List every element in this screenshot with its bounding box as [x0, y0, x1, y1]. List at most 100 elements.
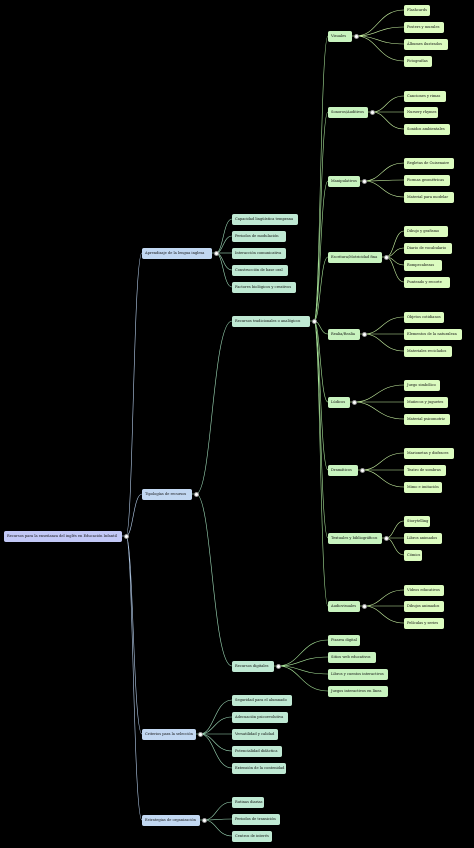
- node-fotografias[interactable]: Fotografías: [404, 55, 432, 67]
- node-formas-geometricas[interactable]: Formas geométricas: [404, 174, 450, 186]
- node-criterios-para-la-seleccion[interactable]: Criterios para la selección: [142, 728, 196, 740]
- connector-estrategias-de-organizacion: [125, 535, 143, 821]
- node-textuales-y-bibliograficos[interactable]: Textuales y bibliográficos: [328, 532, 382, 544]
- node-seguridad-para-el-alumnado[interactable]: Seguridad para el alumnado: [232, 694, 292, 706]
- connector-formas-geometricas: [363, 179, 405, 182]
- connector-tipologias-de-recursos: [125, 493, 143, 537]
- node-escritura-motricidad-fina[interactable]: Escritura/Motricidad fina: [328, 251, 382, 263]
- node-manipulativos[interactable]: Manipulativos: [328, 175, 360, 187]
- node-aprendizaje-de-la-lengua-inglesa[interactable]: Aprendizaje de la lengua inglesa: [142, 247, 212, 259]
- node-sonoros-auditivos[interactable]: Sonoros/Auditivos: [328, 106, 368, 118]
- collapse-toggle-icon[interactable]: [361, 331, 367, 337]
- node-material-psicomotriz[interactable]: Material psicomotriz: [404, 413, 450, 425]
- connector-dramaticos: [313, 320, 329, 471]
- connector-marionetas-y-disfraces: [361, 452, 405, 471]
- node-sonidos-ambientales[interactable]: Sonidos ambientales: [404, 123, 450, 135]
- connector-seguridad-para-el-alumnado: [199, 699, 233, 735]
- collapse-toggle-icon[interactable]: [201, 817, 207, 823]
- collapse-toggle-icon[interactable]: [361, 178, 367, 184]
- node-realia-realia[interactable]: Realia/Realia: [328, 328, 360, 340]
- collapse-toggle-icon[interactable]: [359, 467, 365, 473]
- node-construccion-de-base-oral[interactable]: Construcción de base oral: [232, 264, 288, 276]
- node-juegos-interactivos-en-linea[interactable]: Juegos interactivos en línea: [328, 685, 388, 697]
- node-versatilidad-y-calidad[interactable]: Versatilidad y calidad: [232, 728, 278, 740]
- node-dibujos-animados[interactable]: Dibujos animados: [404, 600, 444, 612]
- node-canciones-y-rimas[interactable]: Canciones y rimas: [404, 90, 446, 102]
- collapse-toggle-icon[interactable]: [275, 663, 281, 669]
- node-adecuacion-psicoevolutiva[interactable]: Adecuación psicoevolutiva: [232, 711, 288, 723]
- node-periodos-de-transicion[interactable]: Periodos de transición: [232, 813, 280, 825]
- collapse-toggle-icon[interactable]: [197, 731, 203, 737]
- collapse-toggle-icon[interactable]: [193, 491, 199, 497]
- node-potencialidad-didactica[interactable]: Potencialidad didáctica: [232, 745, 282, 757]
- node-periodos-de-modulacion[interactable]: Periodos de modulación: [232, 230, 286, 242]
- connector-videos-educativos: [363, 589, 405, 607]
- connector-textuales-y-bibliograficos: [313, 320, 329, 539]
- node-dibujo-y-grafismo[interactable]: Dibujo y grafismo: [404, 225, 448, 237]
- node-recursos-digitales[interactable]: Recursos digitales: [232, 660, 274, 672]
- node-storytelling[interactable]: Storytelling: [404, 515, 430, 527]
- connector-criterios-para-la-seleccion: [125, 535, 143, 735]
- node-centros-de-interes[interactable]: Centros de interés: [232, 830, 272, 842]
- connector-mimo-e-imitacion: [361, 469, 405, 488]
- node-elementos-de-la-naturaleza[interactable]: Elementos de la naturaleza: [404, 328, 462, 340]
- connector-sonidos-ambientales: [371, 111, 405, 130]
- node-dramaticos[interactable]: Dramáticos: [328, 464, 358, 476]
- collapse-toggle-icon[interactable]: [361, 603, 367, 609]
- connector-objetos-cotidianos: [363, 316, 405, 335]
- node-videos-educativos[interactable]: Vídeos educativos: [404, 584, 444, 596]
- node-teatro-de-sombras[interactable]: Teatro de sombras: [404, 464, 446, 476]
- collapse-toggle-icon[interactable]: [351, 399, 357, 405]
- node-punteado-y-recorte[interactable]: Punteado y recorte: [404, 276, 450, 288]
- connector-flashcards: [355, 9, 405, 37]
- connector-comics: [385, 537, 405, 556]
- collapse-toggle-icon[interactable]: [383, 254, 389, 260]
- node-marionetas-y-disfraces[interactable]: Marionetas y disfraces: [404, 447, 454, 459]
- collapse-toggle-icon[interactable]: [383, 535, 389, 541]
- node-rompecabezas[interactable]: Rompecabezas: [404, 259, 442, 271]
- node-regletas-de-cuisenaire[interactable]: Regletas de Cuisenaire: [404, 157, 454, 169]
- node-estrategias-de-organizacion[interactable]: Estrategias de organización: [142, 814, 200, 826]
- node-objetos-cotidianos[interactable]: Objetos cotidianos: [404, 311, 444, 323]
- node-recursos-tradicionales-o-analogicos[interactable]: Recursos tradicionales o analógicos: [232, 315, 310, 327]
- connector-periodos-de-modulacion: [215, 235, 233, 254]
- node-tipologias-de-recursos[interactable]: Tipologías de recursos: [142, 488, 192, 500]
- node-material-para-modelar[interactable]: Material para modelar: [404, 191, 454, 203]
- node-factores-biologicos-y-creativos[interactable]: Factores biológicos y creativos: [232, 281, 296, 293]
- node-posters-y-murales[interactable]: Posters y murales: [404, 21, 444, 33]
- node-pizarra-digital[interactable]: Pizarra digital: [328, 634, 360, 646]
- node-albumes-ilustrados[interactable]: Álbumes ilustrados: [404, 38, 448, 50]
- node-flashcards[interactable]: Flashcards: [404, 4, 430, 16]
- connector-sonoros-auditivos: [313, 111, 329, 322]
- node-ludicos[interactable]: Lúdicos: [328, 396, 350, 408]
- node-recursos-para-la-ensenanza-del-ingles-en-educacion-infantil[interactable]: Recursos para la enseñanza del inglés en…: [4, 530, 122, 542]
- node-comics[interactable]: Cómics: [404, 549, 422, 561]
- connector-fotografias: [355, 35, 405, 62]
- connector-rutinas-diarias: [203, 801, 233, 821]
- collapse-toggle-icon[interactable]: [213, 250, 219, 256]
- node-extension-de-la-contenidad[interactable]: Extensión de la contenidad: [232, 762, 286, 774]
- collapse-toggle-icon[interactable]: [123, 533, 129, 539]
- node-audiovisuales[interactable]: Audiovisuales: [328, 600, 360, 612]
- node-libros-animados[interactable]: Libros animados: [404, 532, 442, 544]
- connector-material-psicomotriz: [353, 401, 405, 420]
- node-materiales-reciclados[interactable]: Materiales reciclados: [404, 345, 452, 357]
- collapse-toggle-icon[interactable]: [369, 109, 375, 115]
- node-nursery-rhymes[interactable]: Nursery rhymes: [404, 106, 438, 118]
- node-mimo-e-imitacion[interactable]: Mimo e imitación: [404, 481, 442, 493]
- node-capacidad-linguistica-temprana[interactable]: Capacidad lingüística temprana: [232, 213, 298, 225]
- node-diario-de-vocabulario[interactable]: Diario de vocabulario: [404, 242, 452, 254]
- connector-pizarra-digital: [277, 639, 329, 667]
- node-peliculas-y-series[interactable]: Películas y series: [404, 617, 444, 629]
- connector-punteado-y-recorte: [385, 256, 405, 283]
- node-visuales[interactable]: Visuales: [328, 30, 352, 42]
- node-rutinas-diarias[interactable]: Rutinas diarias: [232, 796, 264, 808]
- collapse-toggle-icon[interactable]: [311, 318, 317, 324]
- connector-periodos-de-transicion: [203, 818, 233, 821]
- node-interaccion-comunicativa[interactable]: Interacción comunicativa: [232, 247, 286, 259]
- node-sitios-web-educativos[interactable]: Sitios web educativos: [328, 651, 376, 663]
- node-libros-y-cuentos-interactivos[interactable]: Libros y cuentos interactivos: [328, 668, 388, 680]
- node-juego-simbolico[interactable]: Juego simbólico: [404, 379, 440, 391]
- collapse-toggle-icon[interactable]: [353, 33, 359, 39]
- node-munecos-y-juguetes[interactable]: Muñecos y juguetes: [404, 396, 448, 408]
